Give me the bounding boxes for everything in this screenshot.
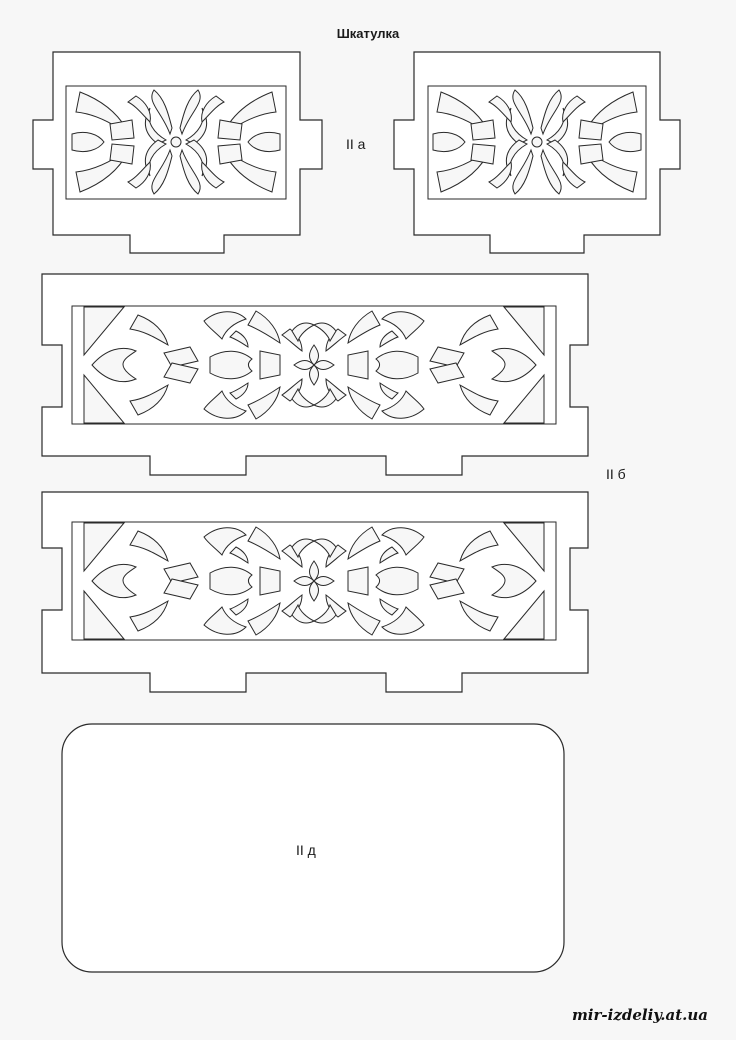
page-title: Шкатулка <box>337 26 400 41</box>
part-iib-top <box>41 273 589 476</box>
part-label-iib: II б <box>606 466 626 482</box>
fretwork-window <box>71 305 557 425</box>
fretwork-window <box>71 521 557 641</box>
part-label-iid: II д <box>296 842 316 858</box>
part-label-iia: II a <box>346 136 366 152</box>
part-iia-left <box>32 51 323 254</box>
part-iid-base <box>61 723 565 973</box>
part-iia-right <box>393 51 681 254</box>
part-iib-bottom <box>41 491 589 693</box>
site-watermark: mir-izdeliy.at.ua <box>572 1006 708 1024</box>
fretwork-window <box>65 85 287 200</box>
fretwork-window <box>427 85 647 200</box>
